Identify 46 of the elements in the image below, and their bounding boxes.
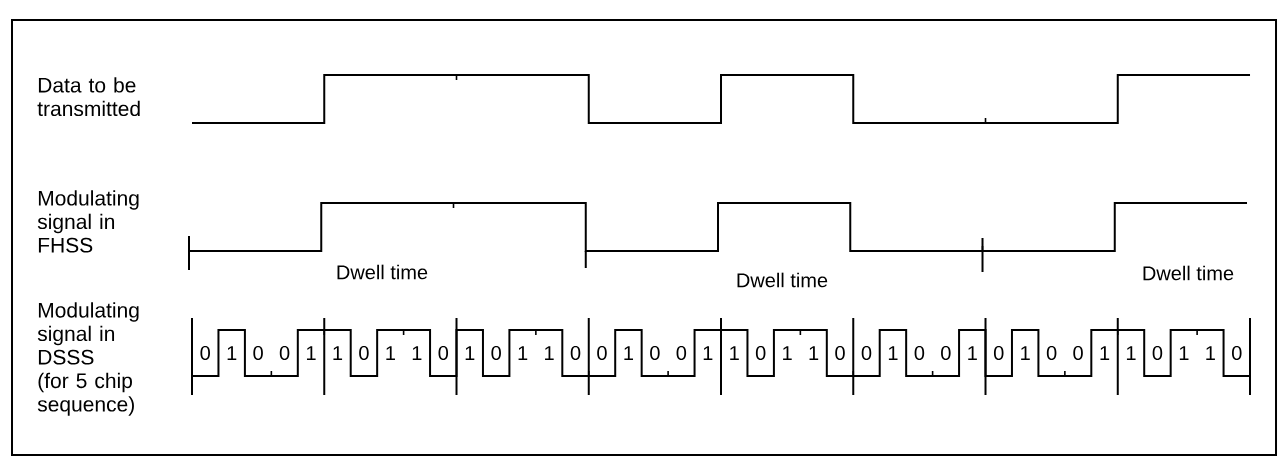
signal-label: Modulating signal in FHSS <box>37 190 139 253</box>
chip-value: 1 <box>1179 346 1189 360</box>
chip-value: 1 <box>888 346 898 360</box>
chip-value: 0 <box>1152 345 1163 361</box>
chip-value: 1 <box>624 346 633 360</box>
chip-value: 1 <box>386 346 395 360</box>
chip-value: 0 <box>835 345 845 361</box>
chip-value: 0 <box>200 345 210 361</box>
chip-value: 1 <box>1126 346 1136 360</box>
chip-value: 1 <box>1206 346 1215 360</box>
chip-value: 0 <box>914 345 925 361</box>
chip-value: 1 <box>1021 346 1030 360</box>
chip-value: 0 <box>279 345 290 361</box>
chip-value: 0 <box>491 345 501 361</box>
chip-value: 1 <box>518 346 528 360</box>
chip-value: 0 <box>597 345 607 361</box>
chip-value: 0 <box>755 345 766 361</box>
chip-value: 1 <box>783 346 792 360</box>
chip-value: 0 <box>359 345 369 361</box>
chip-value: 1 <box>703 346 713 360</box>
chip-value: 1 <box>412 346 422 360</box>
chip-value: 0 <box>650 345 660 361</box>
chip-value: 1 <box>333 346 343 360</box>
chip-value: 0 <box>993 345 1004 361</box>
chip-value: 0 <box>253 345 263 361</box>
chip-value: 1 <box>1100 346 1110 360</box>
chip-value: 0 <box>861 345 872 361</box>
chip-value: 0 <box>1073 345 1083 361</box>
chip-value: 1 <box>465 346 475 360</box>
chip-value: 1 <box>730 346 739 360</box>
chip-value: 0 <box>941 345 951 361</box>
dwell-time-label: Dwell time <box>337 264 428 280</box>
chip-value: 1 <box>227 346 237 360</box>
chip-value: 0 <box>570 345 581 361</box>
dwell-time-label: Dwell time <box>737 272 828 288</box>
chip-value: 1 <box>809 346 819 360</box>
dwell-time-label: Dwell time <box>1143 265 1234 281</box>
signal-label: Modulating signal in DSSS (for 5 chip sequence) <box>37 302 139 416</box>
signal-label: Data to be transmitted <box>37 77 140 117</box>
chip-value: 1 <box>307 346 316 360</box>
chip-value: 0 <box>676 345 687 361</box>
chip-value: 0 <box>1232 345 1242 361</box>
chip-value: 1 <box>545 346 554 360</box>
chip-value: 1 <box>968 346 977 360</box>
chip-value: 0 <box>1046 345 1057 361</box>
chip-value: 0 <box>438 345 449 361</box>
